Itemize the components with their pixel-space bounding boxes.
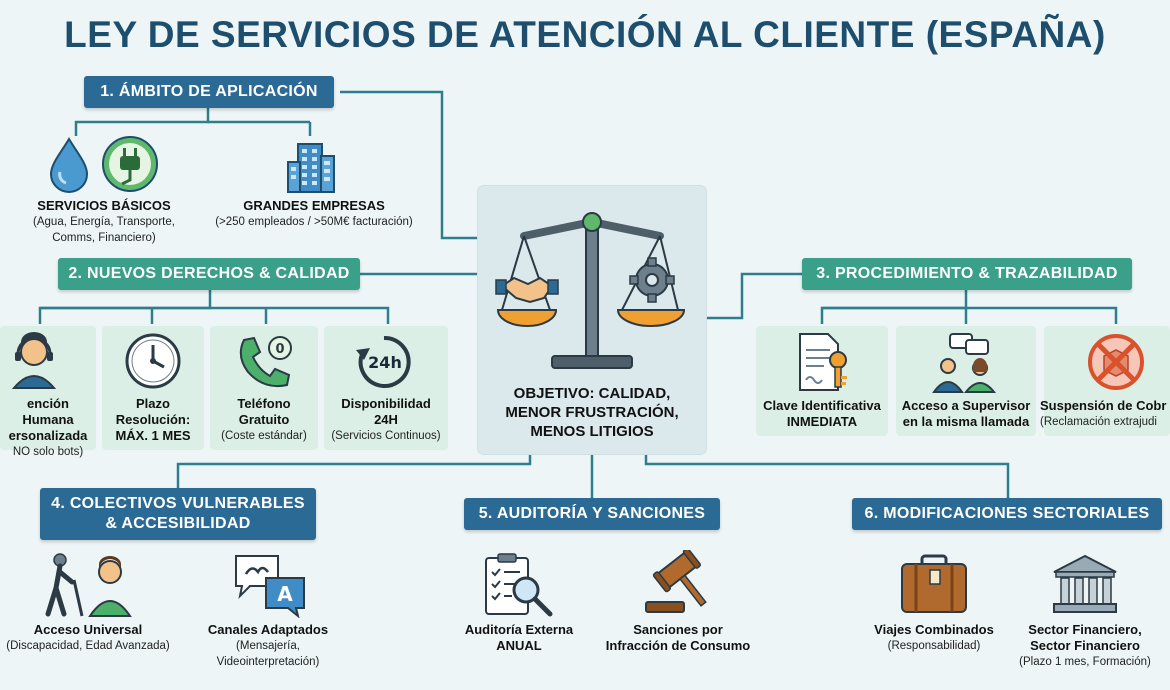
item-title: Sector Financiero, [1028,622,1142,637]
item-line: ersonalizada [8,428,88,443]
item-title: GRANDES EMPRESAS [243,198,385,213]
section-4-header-line: 4. COLECTIVOS VULNERABLES [51,495,305,512]
item-line: Auditoría Externa [464,622,574,637]
item-line: Resolución: [115,412,191,427]
chat-sign-language-icon: A [235,555,305,618]
item-acceso-universal: Acceso Universal (Discapacidad, Edad Ava… [0,622,176,654]
item-canales-adaptados: Canales Adaptados (Mensajería, Videointe… [188,622,348,670]
item-line: Infracción de Consumo [605,638,751,653]
item-line: INMEDIATA [786,414,858,429]
item-atencion-humana: ención Humana ersonalizada NO solo bots) [0,396,96,460]
item-line: ención Humana [22,396,74,427]
phone-icon: 0 [239,336,292,388]
item-sub: (Agua, Energía, Transporte, [33,216,175,228]
item-sub: Comms, Financiero) [52,232,156,244]
item-title: Canales Adaptados [207,622,329,637]
item-line: Teléfono [237,396,291,411]
water-drop-icon [49,137,89,193]
item-line: en la misma llamada [902,414,1030,429]
section-6-header: 6. MODIFICACIONES SECTORIALES [852,498,1162,530]
24h-icon: 24h [356,335,411,388]
section-1-header: 1. ÁMBITO DE APLICACIÓN [84,76,334,108]
building-icon [287,143,335,193]
item-line: Gratuito [238,412,290,427]
item-title-2: Sector Financiero [1030,638,1140,653]
section-2-header: 2. NUEVOS DERECHOS & CALIDAD [58,258,360,290]
gavel-icon [645,550,707,613]
suitcase-icon [901,554,967,613]
no-charge-icon [1088,334,1144,390]
section-3-header: 3. PROCEDIMIENTO & TRAZABILIDAD [802,258,1132,290]
svg-text:A: A [277,582,293,606]
headset-agent-icon [11,332,57,389]
item-line: ANUAL [496,638,542,653]
item-sub: (Servicios Continuos) [331,430,441,442]
svg-text:0: 0 [275,342,284,357]
item-title: Viajes Combinados [874,622,994,637]
item-sub: (Discapacidad, Edad Avanzada) [6,640,170,652]
item-line: Acceso a Supervisor [901,398,1031,413]
document-key-icon [799,333,847,391]
item-line: 24H [374,412,398,427]
item-servicios-basicos: SERVICIOS BÁSICOS (Agua, Energía, Transp… [18,198,190,246]
item-supervisor: Acceso a Supervisor en la misma llamada [896,398,1036,430]
section-4-header: 4. COLECTIVOS VULNERABLES & ACCESIBILIDA… [40,488,316,540]
bank-icon [1053,554,1117,613]
supervisor-people-icon [932,333,997,393]
item-line: Clave Identificativa [763,398,881,413]
item-viajes: Viajes Combinados (Responsabilidad) [856,622,1012,654]
24h-badge-text: 24h [368,353,402,372]
item-sector-financiero: Sector Financiero, Sector Financiero (Pl… [1010,622,1160,670]
scales-of-justice-icon [495,212,686,369]
item-sub: (Responsabilidad) [887,640,981,652]
item-disponibilidad: Disponibilidad 24H (Servicios Continuos) [324,396,448,444]
item-sub: (Plazo 1 mes, Formación) [1019,656,1151,668]
section-5-header: 5. AUDITORÍA Y SANCIONES [464,498,720,530]
objective-line: OBJETIVO: CALIDAD, [513,385,671,402]
page-title: LEY DE SERVICIOS DE ATENCIÓN AL CLIENTE … [64,14,1106,55]
item-suspension: Suspensión de Cobr (Reclamación extrajud… [1040,398,1170,430]
item-grandes-empresas: GRANDES EMPRESAS (>250 empleados / >50M€… [196,198,432,230]
item-line: Suspensión de Cobr [1040,398,1167,413]
objective-line: MENOR FRUSTRACIÓN, [505,404,679,421]
section-4-header-line: & ACCESIBILIDAD [105,515,251,532]
card-telefono [210,326,318,450]
objective-text: OBJETIVO: CALIDAD, MENOR FRUSTRACIÓN, ME… [478,384,706,441]
item-line: Sanciones por [633,622,723,637]
audit-checklist-icon [485,553,553,617]
item-clave: Clave Identificativa INMEDIATA [756,398,888,430]
item-line: Plazo [136,396,170,411]
item-auditoria: Auditoría Externa ANUAL [444,622,594,654]
accessibility-people-icon [45,553,132,617]
item-sub: (Reclamación extrajudi [1040,416,1157,428]
item-sub: (Coste estándar) [221,430,307,442]
item-sub: NO solo bots) [12,446,84,458]
item-telefono: Teléfono Gratuito (Coste estándar) [210,396,318,444]
clock-icon [125,333,181,389]
plug-icon [102,136,158,192]
item-title: Acceso Universal [33,622,143,637]
item-sub: Videointerpretación) [216,656,320,668]
item-line: Disponibilidad [341,396,431,411]
item-sub: (>250 empleados / >50M€ facturación) [215,216,413,228]
item-sanciones: Sanciones por Infracción de Consumo [598,622,758,654]
item-sub: (Mensajería, [236,640,300,652]
item-line: MÁX. 1 MES [115,428,191,443]
item-plazo: Plazo Resolución: MÁX. 1 MES [102,396,204,444]
item-title: SERVICIOS BÁSICOS [37,198,171,213]
objective-line: MENOS LITIGIOS [530,423,654,440]
